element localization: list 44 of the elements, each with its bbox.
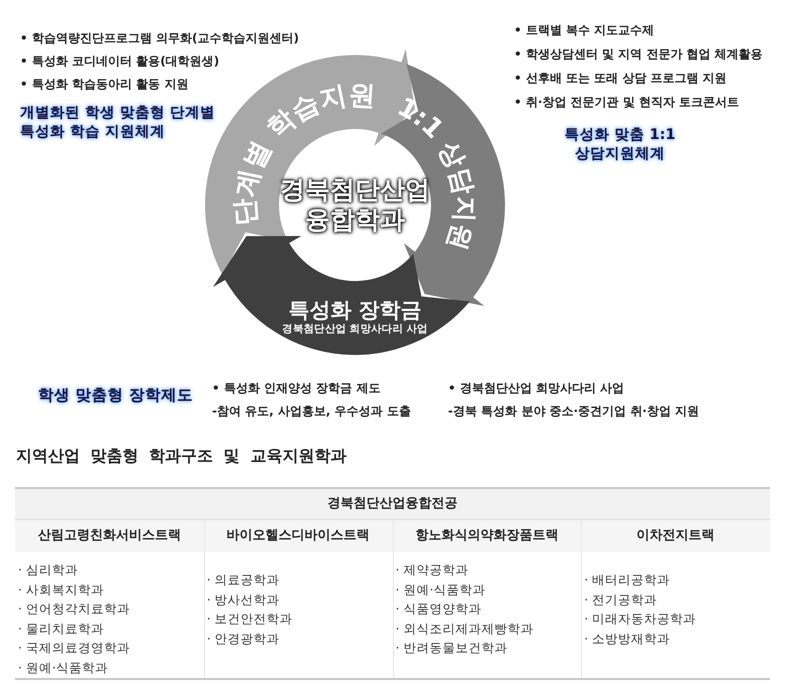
list-item: · 물리치료학과: [18, 620, 104, 638]
heading-text: 개별화된 학생 맞춤형 단계별 특성화 학습 지원체계: [20, 104, 216, 142]
list-item: · 원예·식품학과: [18, 660, 108, 676]
list-item: · 언어청각치료학과: [18, 601, 130, 618]
bullet-text: • 경북첨단산업 희망사다리 사업: [448, 380, 624, 397]
bullet-text: -참여 유도, 사업홍보, 우수성과 도출: [212, 403, 411, 420]
curved-arrow: [213, 236, 470, 355]
list-item: · 소방방재학과: [584, 630, 670, 648]
list-item: · 식품영양학과: [396, 601, 482, 618]
list-item: · 원예·식품학과: [396, 582, 486, 598]
bullet-text: • 특성화 인재양성 장학금 제도: [212, 380, 380, 397]
heading-text: 학생 맞춤형 장학제도: [38, 386, 193, 405]
list-item: · 의료공학과: [206, 572, 280, 589]
bullet-text: • 학습역량진단프로그램 의무화(교수학습지원센터): [20, 30, 299, 47]
list-item: · 제약공학과: [396, 562, 468, 579]
list-item: · 배터리공학과: [584, 572, 670, 589]
list-item: · 미래자동차공학과: [584, 611, 696, 628]
column-header: 이차전지트랙: [581, 520, 770, 552]
curved-arrow: [381, 64, 505, 306]
arrow-label: 특성화 장학금: [288, 297, 422, 324]
list-item: · 사회복지학과: [18, 582, 104, 598]
list-item: · 방사선학과: [206, 592, 280, 608]
bullet-text: • 학생상담센터 및 지역 전문가 협업 체계활용: [514, 46, 763, 63]
bullet-text: -경북 특성화 분야 중소·중견기업 취·창업 지원: [448, 403, 699, 420]
section-title: 지역산업 맞춤형 학과구조 및 교육지원학과: [16, 446, 346, 467]
list-item: · 안경광학과: [206, 630, 280, 648]
bullet-text: • 특성화 코디네이터 활용(대학원생): [20, 53, 220, 70]
column-header: 항노화식의약화장품트랙: [392, 520, 582, 552]
center-title: 경북첨단산업 융합학과: [278, 175, 431, 235]
list-item: · 반려동물보건학과: [396, 640, 508, 657]
heading-text: 특성화 맞춤 1:1 상담지원체계: [563, 126, 677, 164]
bullet-text: • 취·창업 전문기관 및 현직자 토크콘서트: [514, 94, 740, 111]
table-header: 경북첨단산업융합전공: [15, 487, 770, 520]
list-item: · 국제의료경영학과: [18, 640, 130, 657]
bullet-text: • 선후배 또는 또래 상담 프로그램 지원: [514, 70, 727, 87]
list-item: · 전기공학과: [584, 592, 658, 608]
column-header: 바이오헬스디바이스트랙: [204, 520, 392, 552]
bullet-text: • 특성화 학습동아리 활동 지원: [20, 76, 188, 93]
bullet-text: • 트랙별 복수 지도교수제: [514, 22, 654, 39]
list-item: · 외식조리제과제빵학과: [396, 620, 534, 638]
list-item: · 보건안전학과: [206, 611, 293, 628]
column-header: 산림고령친화서비스트랙: [15, 520, 204, 552]
list-item: · 심리학과: [18, 562, 78, 579]
arrow-subtitle: 경북첨단산업 희망사다리 사업: [282, 322, 428, 336]
